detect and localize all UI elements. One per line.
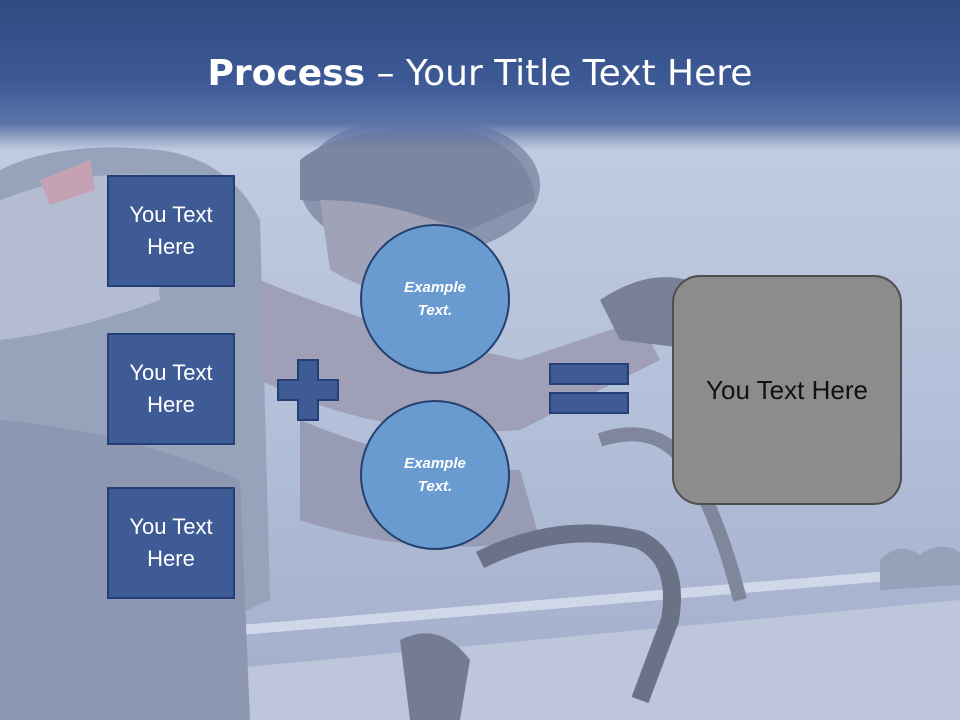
title-bar [0, 0, 960, 150]
text-box-2[interactable]: You Text Here [107, 333, 235, 445]
result-label: You Text Here [706, 375, 868, 405]
circle-label: Example Text. [404, 279, 466, 319]
text-box-1[interactable]: You Text Here [107, 175, 235, 287]
title-text: – Your Title Text Here [365, 53, 753, 94]
result-box[interactable]: You Text Here [672, 275, 902, 505]
text-box-3[interactable]: You Text Here [107, 487, 235, 599]
plus-icon [277, 359, 339, 421]
text-box-label: You Text Here [129, 360, 213, 417]
slide-title: Process – Your Title Text Here [0, 50, 960, 98]
example-circle-2[interactable]: Example Text. [360, 400, 510, 550]
text-box-label: You Text Here [129, 202, 213, 259]
circle-label: Example Text. [404, 455, 466, 495]
text-box-label: You Text Here [129, 514, 213, 571]
title-bold-word: Process [207, 53, 366, 94]
equals-icon [549, 363, 629, 414]
example-circle-1[interactable]: Example Text. [360, 224, 510, 374]
